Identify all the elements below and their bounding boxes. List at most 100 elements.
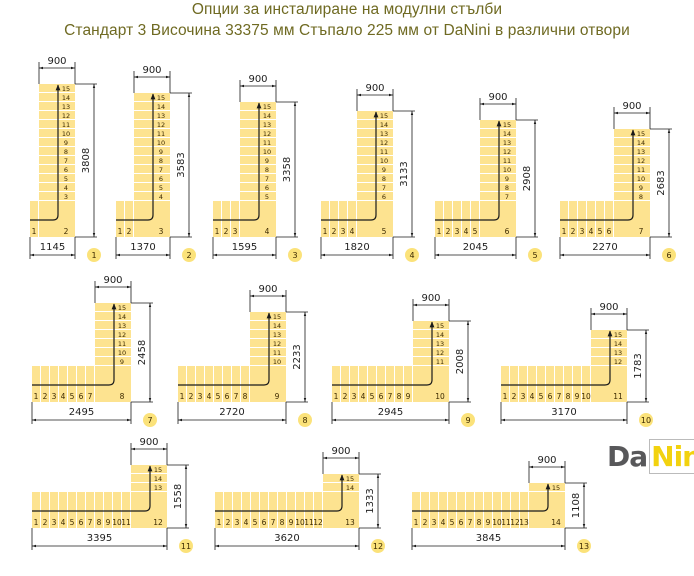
step	[582, 366, 590, 402]
step-number: 12	[510, 518, 520, 527]
depth-label: 900	[537, 455, 556, 466]
step	[596, 201, 604, 237]
step	[205, 366, 213, 402]
depth-label: 900	[47, 56, 66, 67]
step-number: 13	[157, 112, 165, 120]
step-number: 7	[271, 518, 276, 527]
step	[357, 129, 393, 137]
step-number: 3	[341, 227, 346, 236]
step-number: 11	[380, 148, 388, 156]
step	[59, 366, 67, 402]
step	[134, 174, 170, 182]
step	[95, 330, 131, 338]
step-number: 12	[637, 157, 645, 165]
option-number: 9	[465, 416, 470, 425]
step-number: 1	[334, 392, 339, 401]
step-number: 12	[503, 148, 511, 156]
step	[240, 156, 276, 164]
step-number: 10	[157, 139, 165, 147]
walking-line-arrow	[30, 84, 61, 221]
step	[480, 147, 516, 155]
step	[32, 366, 40, 402]
step-number: 12	[263, 130, 271, 138]
step-number: 8	[382, 175, 386, 183]
step	[240, 174, 276, 182]
step	[413, 348, 449, 356]
step	[511, 492, 519, 528]
step	[578, 201, 586, 237]
depth-label: 900	[258, 284, 277, 295]
step	[480, 156, 516, 164]
step	[296, 492, 304, 528]
step-number: 14	[62, 94, 70, 102]
step	[386, 366, 394, 402]
step	[95, 492, 103, 528]
step-number: 3	[235, 518, 240, 527]
step	[240, 183, 276, 191]
height-label: 3133	[399, 161, 410, 186]
page-title: Опции за инсталиране на модулни стълби	[191, 1, 503, 18]
step	[240, 192, 276, 200]
step-number: 12	[118, 331, 126, 339]
step	[214, 366, 222, 402]
step-number: 2	[43, 392, 48, 401]
step-number: 13	[345, 518, 355, 527]
step	[278, 492, 286, 528]
step	[475, 492, 483, 528]
walking-line-arrow	[435, 120, 502, 221]
height-label: 3808	[81, 148, 92, 173]
step-number: 5	[70, 518, 75, 527]
height-label: 1558	[173, 484, 184, 509]
step-number: 15	[552, 484, 560, 492]
step	[614, 138, 650, 146]
width-label: 2720	[219, 407, 244, 418]
step-number: 7	[88, 518, 93, 527]
step-number: 7	[159, 166, 163, 174]
step-number: 12	[157, 121, 165, 129]
step	[395, 366, 403, 402]
step	[480, 183, 516, 191]
option-number-badge	[405, 248, 419, 262]
height-label: 2683	[656, 170, 667, 195]
step	[187, 366, 195, 402]
step-number: 12	[153, 518, 163, 527]
step	[95, 321, 131, 329]
step-number: 6	[607, 227, 612, 236]
step	[413, 339, 449, 347]
step-number: 1	[503, 392, 508, 401]
step-number: 8	[505, 184, 509, 192]
step-number: 13	[263, 121, 271, 129]
step	[68, 492, 76, 528]
step-number: 10	[112, 518, 122, 527]
step	[614, 183, 650, 191]
width-label: 3845	[476, 533, 501, 544]
step-number: 7	[64, 157, 68, 165]
depth-label: 900	[488, 92, 507, 103]
step-number: 10	[62, 130, 70, 138]
step-number: 3	[64, 193, 68, 201]
step	[134, 138, 170, 146]
step-number: 14	[637, 139, 645, 147]
step-number: 8	[159, 157, 163, 165]
step	[564, 366, 572, 402]
step-number: 4	[61, 518, 66, 527]
step-number: 13	[436, 340, 444, 348]
step	[569, 201, 577, 237]
step-number: 10	[637, 175, 645, 183]
step-number: 5	[473, 227, 478, 236]
step-number: 3	[233, 227, 238, 236]
step	[480, 129, 516, 137]
depth-label: 900	[365, 83, 384, 94]
depth-label: 900	[331, 446, 350, 457]
option-number: 8	[302, 416, 307, 425]
depth-label: 900	[142, 65, 161, 76]
step-number: 13	[380, 130, 388, 138]
step	[260, 492, 268, 528]
step-number: 13	[118, 322, 126, 330]
step	[86, 492, 94, 528]
step-number: 6	[459, 518, 464, 527]
